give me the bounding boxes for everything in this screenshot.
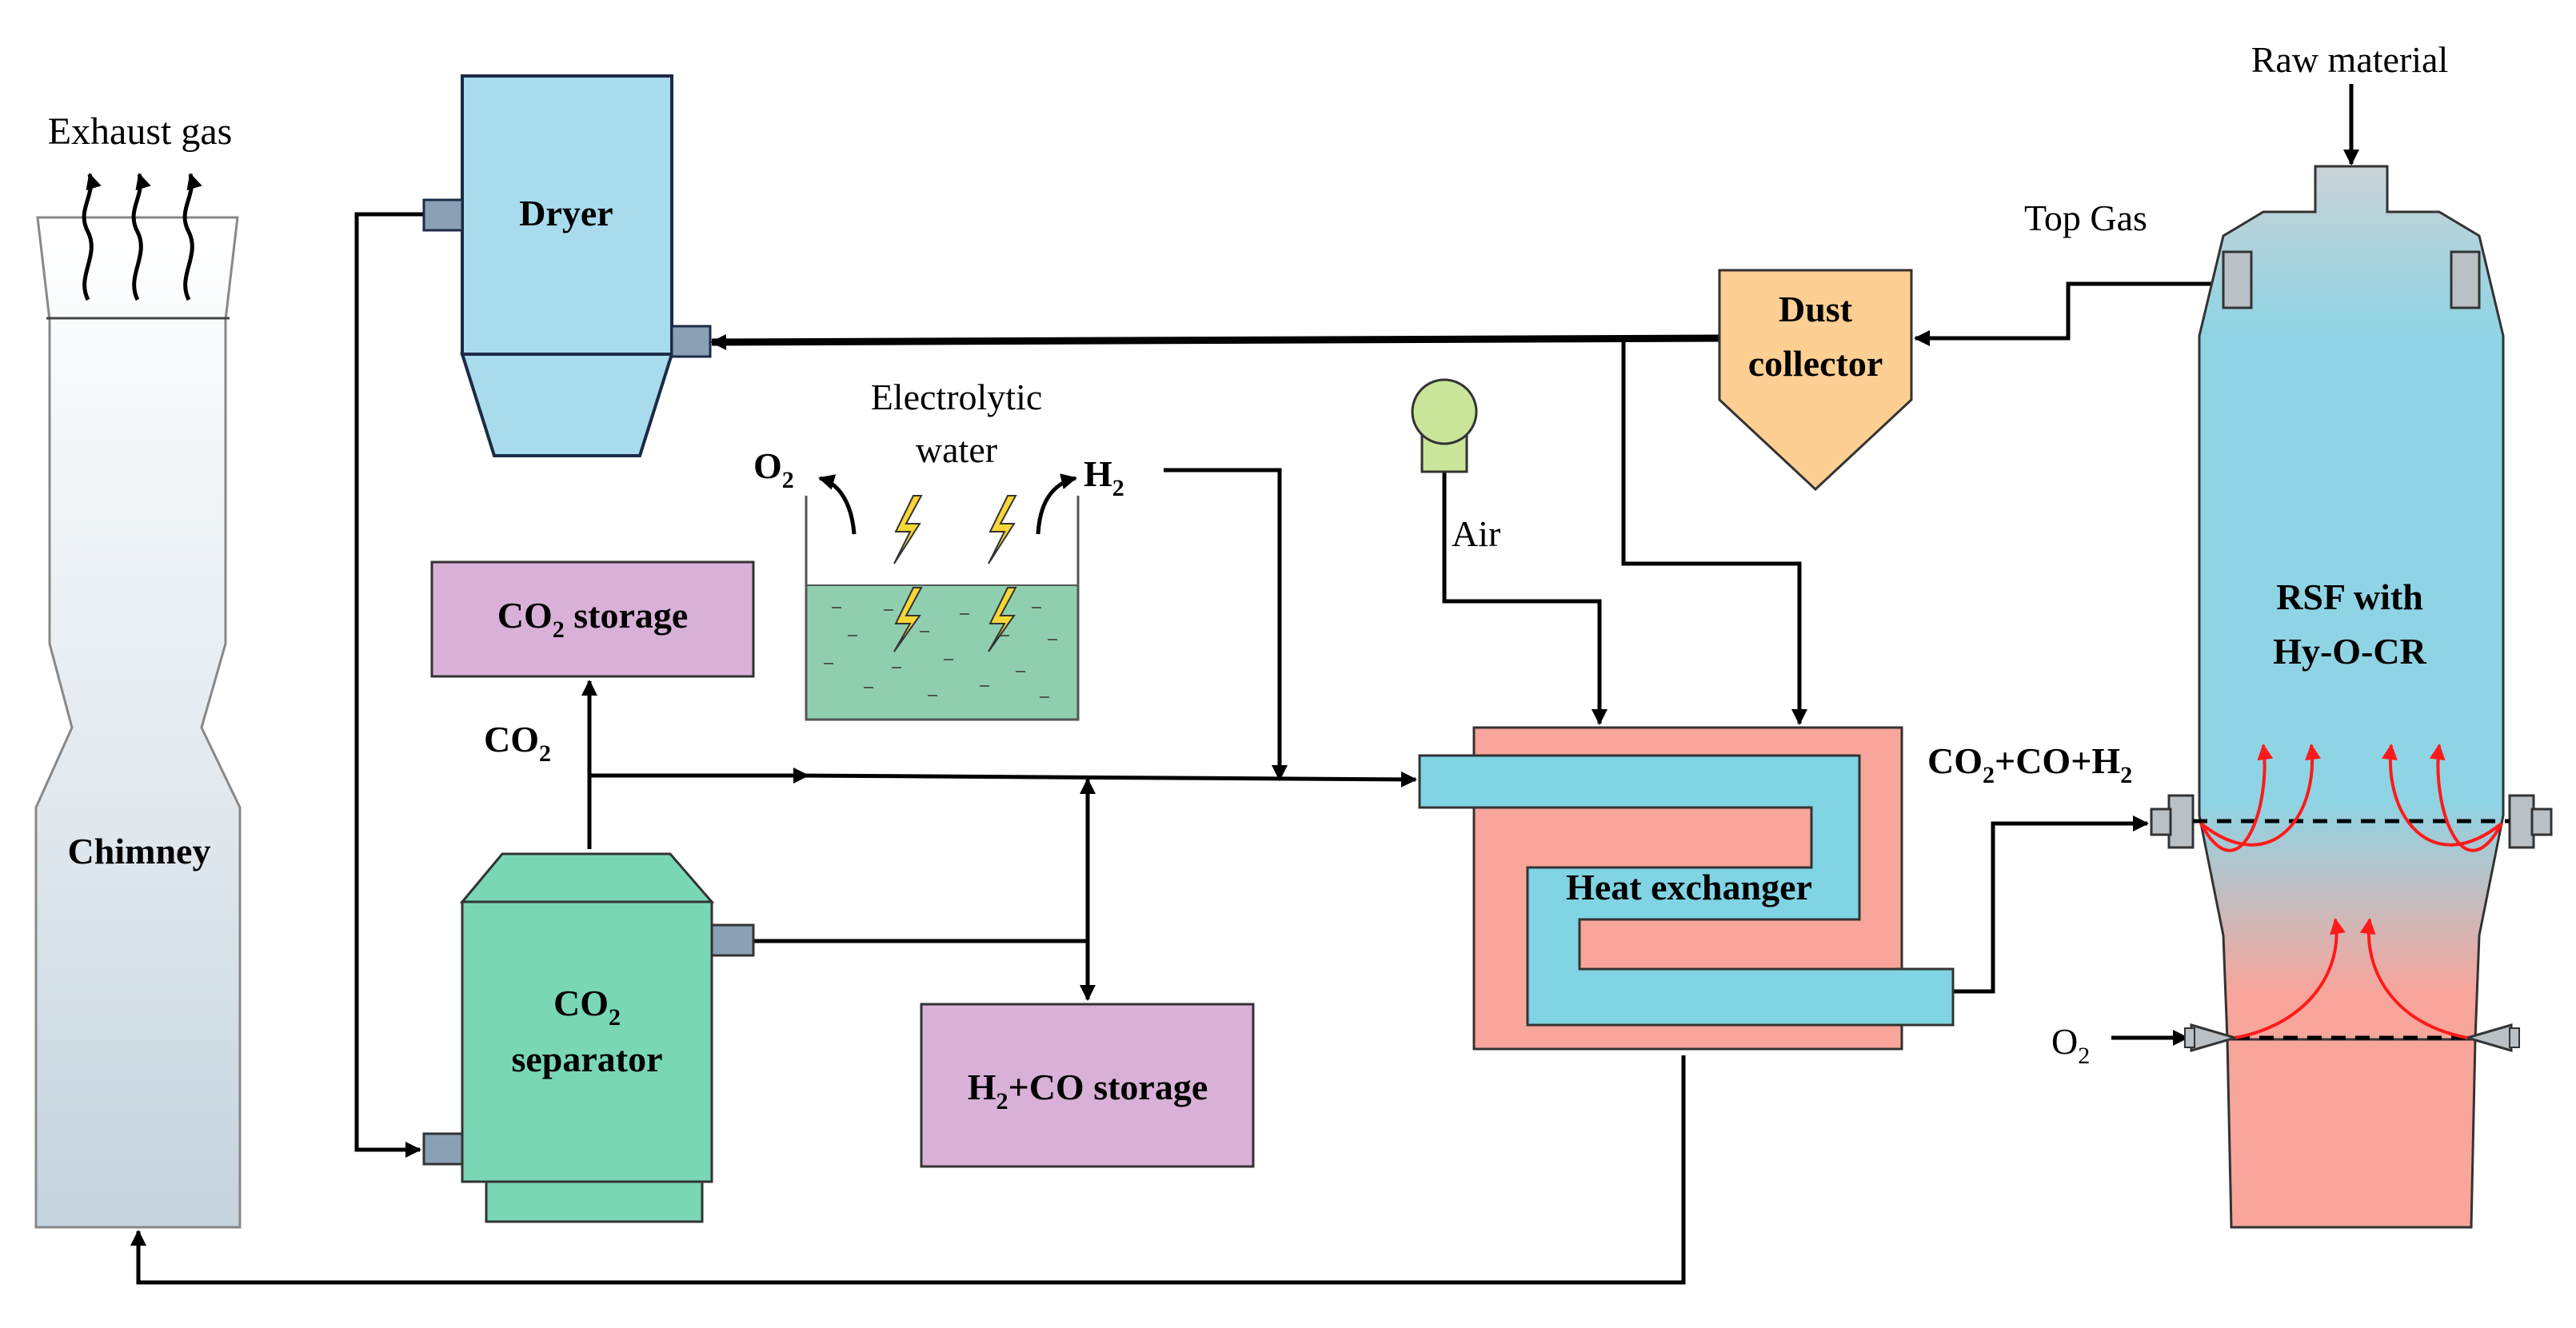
water-dashes <box>824 607 1057 698</box>
flame-arrow <box>2429 744 2503 852</box>
furnace-label-1: RSF with <box>2276 576 2423 617</box>
rsf-furnace: RSF with Hy-O-CR <box>2150 165 2553 1229</box>
furnace-label-2: Hy-O-CR <box>2273 631 2426 672</box>
dryer-port-left <box>422 198 464 232</box>
o2-input-label: O2 <box>2051 1021 2090 1069</box>
exhaust-wave-3 <box>182 173 202 301</box>
furnace-body <box>2198 165 2505 1229</box>
dust-collector: Dust collector <box>1718 269 1913 492</box>
heat-exchanger-label: Heat exchanger <box>1566 867 1812 907</box>
tank-wall <box>805 496 1080 721</box>
co2-storage: CO2 storage <box>430 560 755 678</box>
flame-arrow <box>2199 744 2274 852</box>
heat-exchanger-pipe <box>1418 754 1955 1027</box>
separator-port-left <box>422 1132 464 1166</box>
water <box>806 585 1078 720</box>
dryer-label: Dryer <box>519 193 613 233</box>
chimney-label: Chimney <box>68 831 211 871</box>
raw-material-label: Raw material <box>2251 39 2449 80</box>
dust-collector-label-2: collector <box>1748 343 1883 384</box>
electrolytic-label-2: water <box>916 429 997 470</box>
co2-storage-box <box>430 560 755 678</box>
exhaust-wave-2 <box>131 173 151 301</box>
lightning-bolt-icons <box>893 495 1017 652</box>
co2-flow-label: CO2 <box>484 719 551 767</box>
dust-collector-label-1: Dust <box>1779 289 1853 329</box>
lightning-bolt-icon <box>893 495 923 564</box>
chimney: Exhaust gas Chimney <box>34 110 242 1229</box>
flame-arrow <box>2359 918 2468 1039</box>
electrolytic-label: Electrolytic <box>871 377 1043 417</box>
h2-line <box>1164 468 1288 781</box>
tuyere-upper-right-nozzle <box>2530 808 2553 836</box>
hx-output-line <box>1953 816 2149 994</box>
h2-label: H2 <box>1084 453 1124 501</box>
lightning-bolt-icon <box>988 495 1017 564</box>
o2-release-arrow <box>818 474 857 535</box>
dryer-port-right <box>670 325 712 358</box>
dryer-hopper <box>460 353 674 457</box>
flame-arrows <box>2199 744 2503 1039</box>
co2-storage-label: CO2 storage <box>497 595 689 643</box>
air-label: Air <box>1452 513 1500 554</box>
dryer: Dryer <box>422 74 712 457</box>
chimney-body <box>34 216 242 1229</box>
furnace-top-port-right <box>2450 250 2481 309</box>
flame-arrow <box>2382 744 2503 847</box>
separator-port-right <box>710 923 755 957</box>
tuyere-lower-right-nozzle <box>2509 1027 2520 1048</box>
gas-to-dryer-line <box>710 333 1720 350</box>
exhaust-wave-1 <box>82 173 102 301</box>
separator-base <box>485 1180 704 1223</box>
furnace-top-port-left <box>2222 250 2253 309</box>
tuyere-upper-left <box>2167 794 2195 849</box>
dryer-to-separator-line <box>354 212 424 1158</box>
tuyere-lower-left-nozzle <box>2184 1027 2195 1048</box>
connection-lines <box>130 84 2359 1285</box>
flame-arrow <box>2235 918 2346 1039</box>
flame-arrow <box>2199 744 2321 847</box>
o2-label: O2 <box>753 445 794 493</box>
separator-body <box>461 900 713 1183</box>
h2-release-arrow <box>1036 473 1077 535</box>
exhaust-gas-label: Exhaust gas <box>48 110 233 153</box>
electrolysis-tank: Electrolytic water O2 H2 <box>753 377 1124 721</box>
hx-to-chimney-line <box>130 1055 1686 1285</box>
co2-separator: CO2 separator <box>422 852 755 1223</box>
gas-mix-label: CO2+CO+H2 <box>1927 740 2132 788</box>
h2co-storage-box <box>920 1003 1255 1168</box>
co2-separator-label-1: CO2 <box>553 983 621 1031</box>
air-pump-icon <box>1411 378 1478 445</box>
gas-branch-line-1 <box>1621 338 1807 725</box>
top-gas-label: Top Gas <box>2024 197 2147 238</box>
dust-collector-body <box>1718 269 1913 492</box>
air-line <box>1442 472 1608 725</box>
top-gas-line <box>1914 281 2223 346</box>
air-pump: Air <box>1411 378 1500 554</box>
h2co-storage: H2+CO storage <box>920 1003 1255 1168</box>
tuyere-upper-right <box>2508 794 2535 849</box>
h2co-storage-label: H2+CO storage <box>968 1067 1208 1115</box>
dryer-body <box>461 74 673 356</box>
lightning-bolt-icon <box>893 587 923 652</box>
tuyere-upper-left-nozzle <box>2150 808 2172 836</box>
heat-exchanger: Heat exchanger <box>1418 726 1955 1051</box>
co2-flow-line <box>589 771 1417 788</box>
lightning-bolt-icon <box>988 587 1017 652</box>
separator-top <box>459 852 715 903</box>
co2-separator-label-2: separator <box>511 1039 662 1079</box>
